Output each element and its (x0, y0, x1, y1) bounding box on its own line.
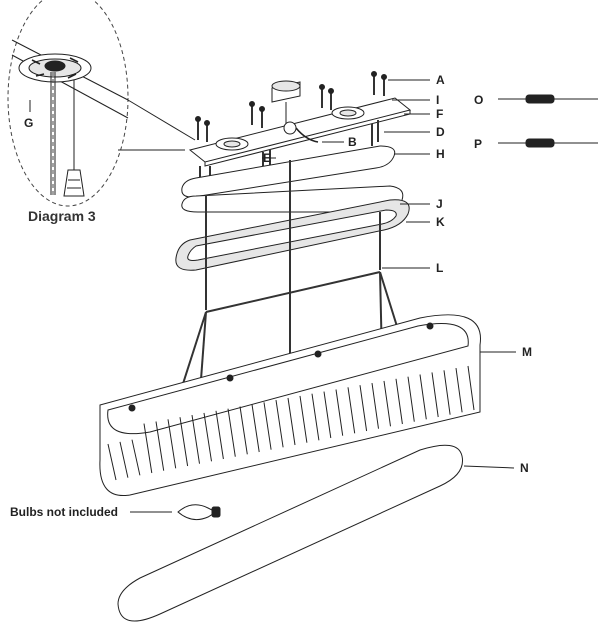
leader-lines (262, 79, 516, 469)
wire-nut-icon (283, 121, 297, 135)
label-k: K (436, 215, 445, 229)
label-g: G (24, 100, 33, 130)
diagram-3-inset (7, 0, 196, 207)
label-m: M (522, 345, 532, 359)
ring-h (181, 145, 396, 198)
shade-m (99, 314, 481, 497)
ring-k (175, 199, 410, 271)
label-e: E (263, 151, 271, 165)
label-p: P (474, 137, 482, 151)
screws-a (195, 71, 387, 142)
label-d: D (436, 125, 445, 139)
bulbs-note: Bulbs not included (10, 505, 118, 519)
diagram-caption: Diagram 3 (28, 208, 96, 224)
diffuser-n (117, 444, 464, 622)
label-b: B (348, 135, 357, 149)
label-n: N (520, 461, 529, 475)
label-l: L (436, 261, 443, 275)
label-h: H (436, 147, 445, 161)
label-i: I (436, 93, 439, 107)
screwdriver-o-icon (498, 94, 598, 104)
bulb-icon (177, 504, 221, 521)
label-j: J (436, 197, 443, 211)
label-f: F (436, 107, 443, 121)
label-g-text: G (24, 116, 33, 130)
label-a: A (436, 73, 445, 87)
canopy-plate (188, 80, 412, 167)
screwdriver-p-icon (498, 138, 598, 148)
label-o: O (474, 93, 483, 107)
